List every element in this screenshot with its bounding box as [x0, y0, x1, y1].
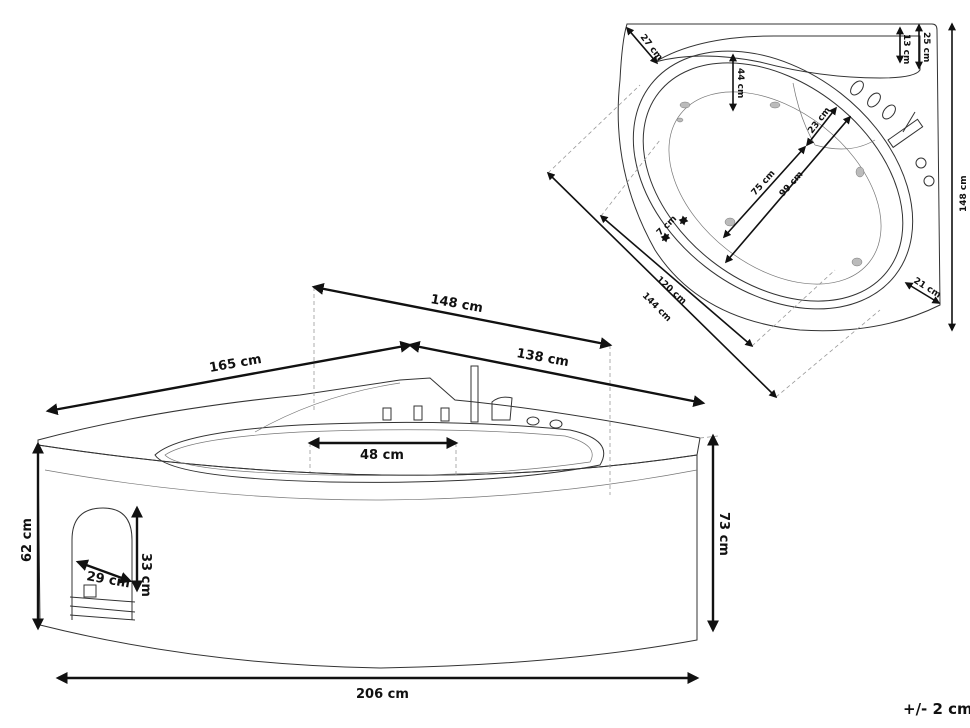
dimension-138cm: 138 cm: [407, 340, 706, 408]
dimension-27cm: 27 cm: [625, 26, 665, 65]
tolerance-note: +/- 2 cm: [903, 700, 970, 718]
jets: [676, 101, 865, 267]
towel-rail: [69, 596, 136, 621]
top-view: 27 cm 13 cm 25 cm 148 cm 44 cm 23 cm 75 …: [546, 22, 969, 399]
dimension-75cm: 75 cm: [722, 145, 807, 239]
svg-text:62 cm: 62 cm: [20, 518, 35, 562]
dimension-148cm-front: 148 cm: [311, 282, 613, 350]
faucet-controls: [850, 80, 935, 187]
svg-text:148 cm: 148 cm: [429, 292, 484, 316]
dimension-62cm: 62 cm: [20, 441, 44, 631]
dimension-29cm: 29 cm: [75, 559, 133, 592]
tub-basin-inner: [164, 429, 593, 476]
dimension-144cm: 144 cm: [546, 171, 778, 399]
tub-basin-rim: [154, 421, 605, 483]
tub-ledge: [254, 382, 401, 433]
tub-front-curve: [44, 469, 698, 501]
tub-body: [37, 444, 698, 669]
svg-text:7 cm: 7 cm: [655, 214, 679, 238]
dimension-13cm: 13 cm: [896, 26, 911, 64]
faucet-set: [382, 365, 563, 429]
svg-text:27 cm: 27 cm: [638, 33, 665, 63]
svg-text:148 cm: 148 cm: [959, 175, 969, 212]
svg-text:48 cm: 48 cm: [360, 448, 404, 463]
dimension-73cm: 73 cm: [707, 433, 731, 633]
dimension-33cm: 33 cm: [131, 505, 153, 597]
dimension-99cm: 99 cm: [724, 115, 852, 264]
svg-text:29 cm: 29 cm: [85, 569, 131, 591]
niche-item: [83, 584, 97, 598]
dimension-165cm: 165 cm: [45, 340, 413, 416]
front-view: 165 cm 148 cm 138 cm 48 cm 62 cm 33 cm 2…: [20, 282, 731, 702]
dimension-21cm: 21 cm: [904, 276, 942, 304]
side-niche: [71, 507, 133, 620]
svg-text:25 cm: 25 cm: [921, 32, 931, 62]
dimension-48cm: 48 cm: [307, 437, 459, 463]
svg-text:73 cm: 73 cm: [716, 512, 731, 556]
svg-text:99 cm: 99 cm: [778, 170, 806, 199]
dimension-206cm: 206 cm: [55, 672, 700, 702]
svg-text:13 cm: 13 cm: [901, 34, 911, 64]
dimension-44cm: 44 cm: [729, 53, 745, 112]
dimension-25cm: 25 cm: [915, 23, 931, 70]
dimension-148cm-top: 148 cm: [948, 22, 969, 332]
svg-text:33 cm: 33 cm: [138, 553, 153, 597]
svg-text:44 cm: 44 cm: [735, 68, 745, 98]
svg-text:144 cm: 144 cm: [640, 291, 673, 324]
dimension-120cm: 120 cm: [599, 214, 754, 348]
svg-text:206 cm: 206 cm: [356, 687, 409, 702]
headrest: [792, 82, 876, 150]
deck-ledge: [654, 35, 921, 79]
